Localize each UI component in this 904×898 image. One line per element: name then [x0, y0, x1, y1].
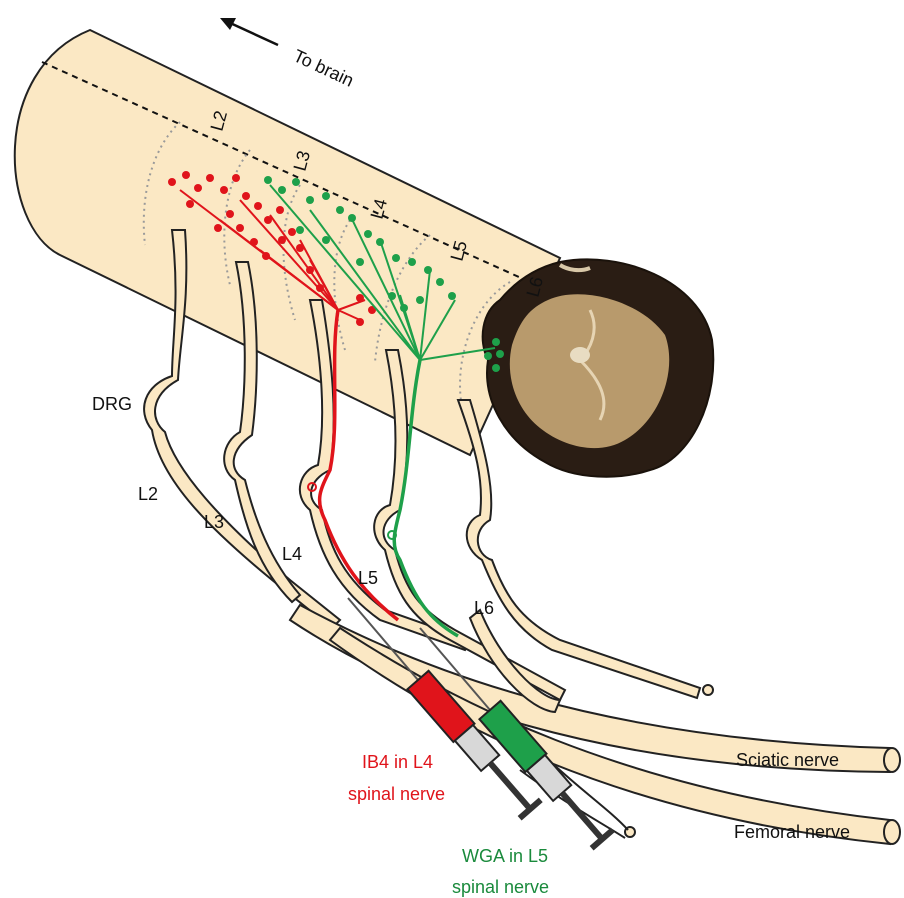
ib4-injection-label-line1: IB4 in L4 [362, 752, 433, 772]
spinal-nerve-label-l3: L3 [204, 512, 224, 532]
ib4-injection-label-line2: spinal nerve [348, 784, 445, 804]
spinal-nerve-label-l4: L4 [282, 544, 302, 564]
spinal-cord-cross-section [483, 259, 714, 476]
wga-injection-label-line2: spinal nerve [452, 877, 549, 897]
drg-label: DRG [92, 394, 132, 414]
sciatic-nerve-label: Sciatic nerve [736, 750, 839, 770]
to-brain-arrow [220, 18, 278, 45]
spinal-nerve-label-l5: L5 [358, 568, 378, 588]
spinal-nerve-label-l2: L2 [138, 484, 158, 504]
spinal-nerve-label-l6: L6 [474, 598, 494, 618]
wga-injection-label-line1: WGA in L5 [462, 846, 548, 866]
femoral-nerve-label: Femoral nerve [734, 822, 850, 842]
to-brain-label: To brain [290, 45, 356, 90]
spinal-cord-body [15, 30, 560, 455]
